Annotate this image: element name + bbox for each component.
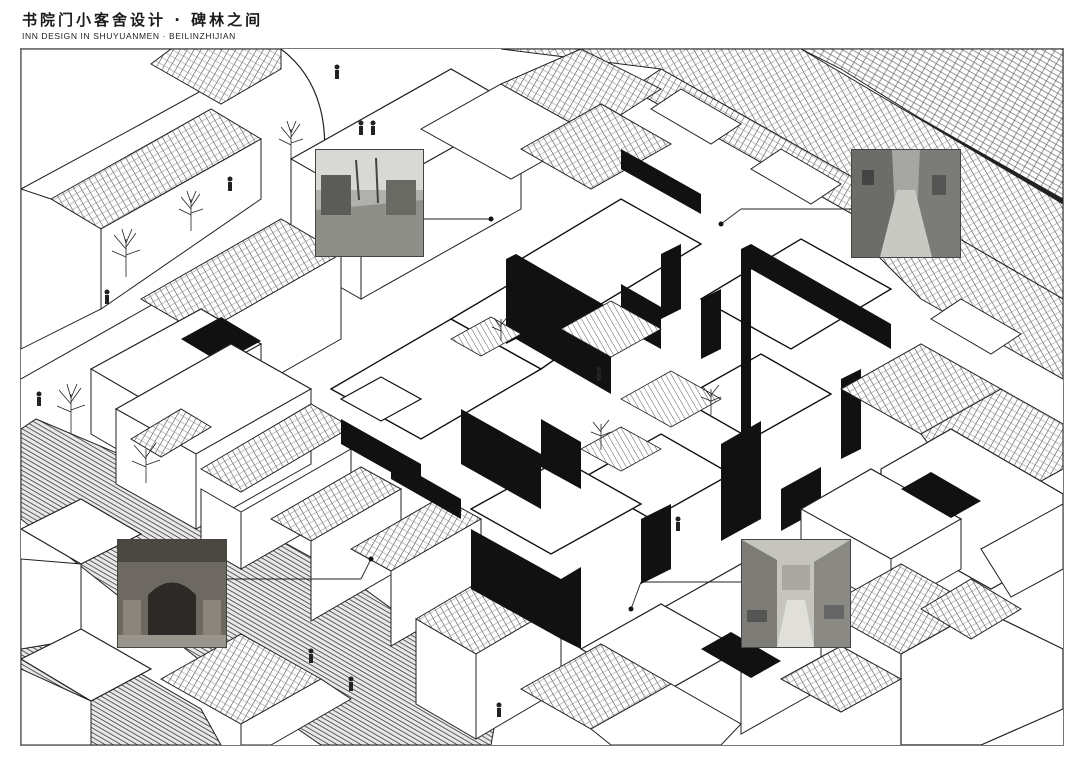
street-photo-top-left — [315, 149, 424, 257]
drawing-frame — [20, 48, 1064, 746]
tree-group — [56, 120, 722, 483]
section-wall-3 — [471, 529, 561, 639]
brick-wall-top-right — [800, 49, 1063, 200]
page-title: 书院门小客舍设计 · 碑林之间 — [22, 11, 264, 29]
page-subtitle: INN DESIGN IN SHUYUANMEN · BEILINZHIJIAN — [22, 31, 236, 41]
alley-photo-top-right — [851, 149, 961, 258]
gate-photo-bottom-left — [117, 539, 227, 648]
photo-leader-lines — [201, 208, 851, 610]
section-wall-1 — [516, 254, 611, 394]
market-photo-bottom-right — [741, 539, 851, 648]
people-group — [36, 64, 681, 717]
